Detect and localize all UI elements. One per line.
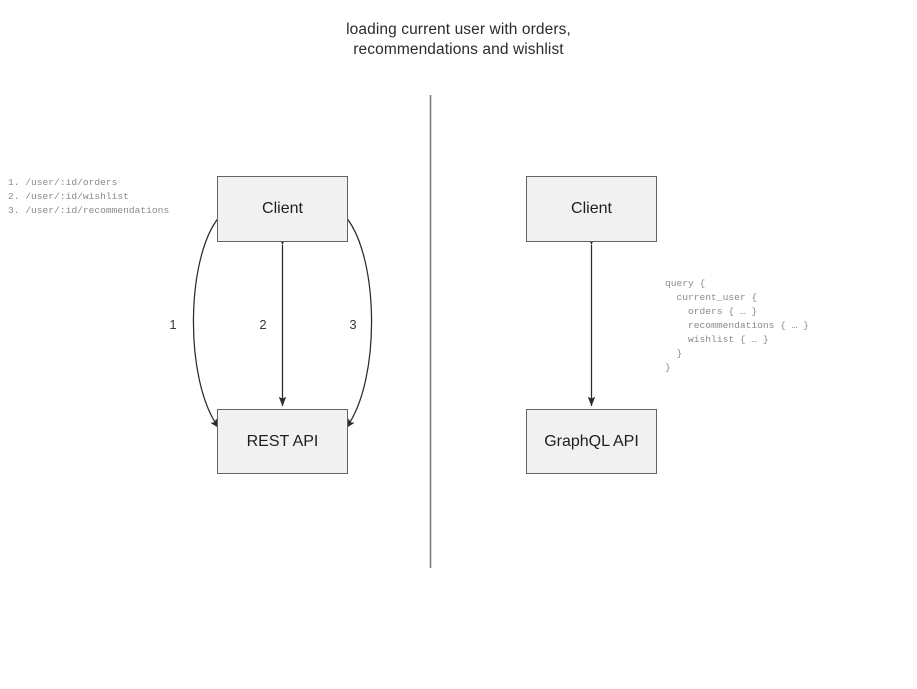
node-rest-client[interactable]: Client (217, 176, 348, 242)
page-title-line-2: recommendations and wishlist (353, 41, 564, 58)
node-rest-api[interactable]: REST API (217, 409, 348, 474)
graphql-query-snippet: query { current_user { orders { … } reco… (665, 278, 809, 373)
page-title-line-1: loading current user with orders, (346, 21, 571, 38)
node-rest-api-label: REST API (246, 432, 319, 450)
node-graphql-client-label: Client (571, 200, 612, 217)
node-rest-client-label: Client (262, 200, 303, 217)
edge-label-1: 1 (169, 317, 177, 332)
node-graphql-client[interactable]: Client (526, 176, 657, 242)
node-graphql-api-label: GraphQL API (544, 432, 639, 450)
page-title: loading current user with orders, recomm… (0, 20, 917, 60)
rest-edge-1 (192, 204, 232, 429)
rest-endpoints-list: 1. /user/:id/orders 2. /user/:id/wishlis… (8, 177, 170, 216)
edge-label-3: 3 (349, 317, 357, 332)
node-graphql-api[interactable]: GraphQL API (526, 409, 657, 474)
edge-label-2: 2 (259, 317, 267, 332)
